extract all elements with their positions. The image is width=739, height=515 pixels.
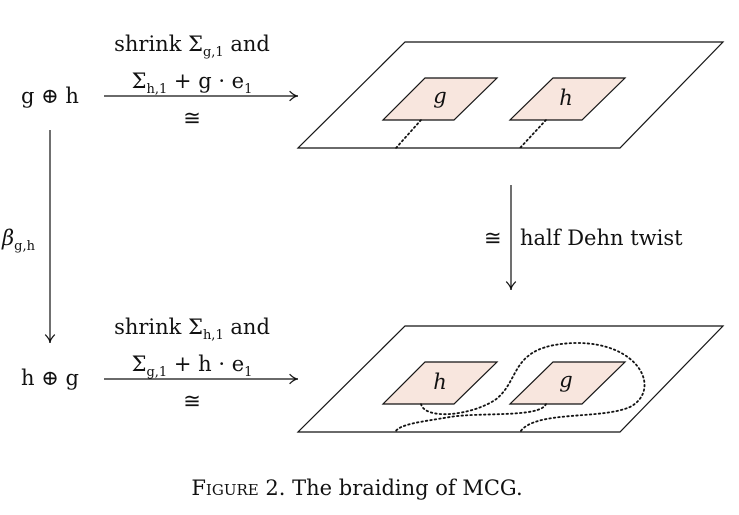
- bottom-patch-g: [508, 361, 627, 405]
- bottom-patch-g-label: g: [559, 368, 573, 392]
- top-patch-h-label: h: [559, 86, 573, 110]
- top-arc-g: [395, 119, 422, 149]
- top-patch-g: [381, 77, 499, 121]
- top-arc-h: [519, 119, 547, 149]
- bottom-patch-h-label: h: [433, 370, 447, 394]
- figure-caption: Figure 2. The braiding of MCG.: [191, 476, 523, 500]
- right-arrow-iso: ≅: [484, 226, 502, 250]
- top-arrow-label: shrink Σg,1 and Σh,1 + g · e1 ≅: [114, 32, 270, 131]
- top-left-object: g ⊕ h: [21, 84, 79, 108]
- bottom-arc-g: [394, 403, 547, 433]
- bottom-arc-h: [420, 342, 646, 433]
- bottom-surface: [296, 325, 725, 433]
- bottom-patch-h: [381, 361, 499, 405]
- top-patch-g-label: g: [433, 84, 447, 108]
- top-patch-h: [508, 77, 627, 121]
- top-surface: [296, 41, 725, 149]
- left-arrow-label: βg,h: [2, 226, 35, 255]
- bottom-left-object: h ⊕ g: [21, 366, 79, 390]
- bottom-arrow-label: shrink Σh,1 and Σg,1 + h · e1 ≅: [114, 315, 270, 414]
- right-arrow-label: half Dehn twist: [520, 226, 683, 250]
